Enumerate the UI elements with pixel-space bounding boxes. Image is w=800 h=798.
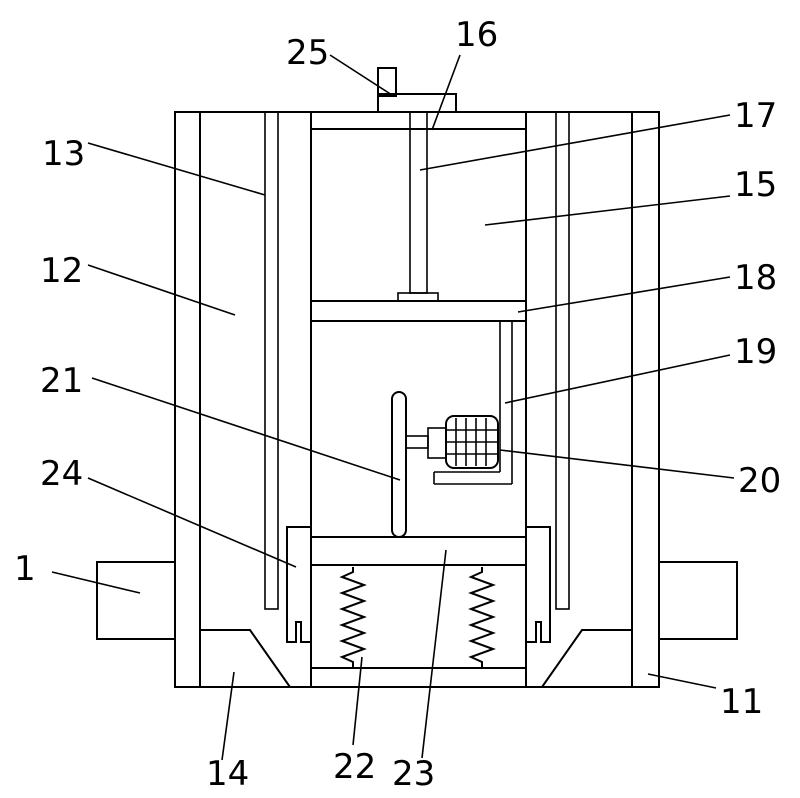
label-17: 17 xyxy=(734,96,777,136)
motor-flange xyxy=(427,427,447,459)
leader-23 xyxy=(421,549,447,759)
leader-15 xyxy=(484,195,731,226)
label-16: 16 xyxy=(455,15,498,55)
shaft-foot xyxy=(397,292,439,302)
right-spring xyxy=(468,567,496,668)
label-24: 24 xyxy=(40,454,83,494)
left-side-block xyxy=(96,561,176,640)
label-12: 12 xyxy=(40,251,83,291)
right-side-block xyxy=(658,561,738,640)
label-15: 15 xyxy=(734,165,777,205)
top-knob xyxy=(377,67,457,113)
leader-14 xyxy=(221,671,235,761)
right-funnel xyxy=(540,629,633,688)
leader-17 xyxy=(419,114,731,171)
leader-18 xyxy=(517,276,731,313)
leader-16 xyxy=(431,54,461,131)
left-clamp xyxy=(286,526,311,643)
label-13: 13 xyxy=(42,134,85,174)
knob-handle xyxy=(377,67,397,97)
label-18: 18 xyxy=(734,258,777,298)
leader-20 xyxy=(499,449,735,479)
leader-11 xyxy=(647,673,717,689)
pressing-block xyxy=(310,536,527,566)
leader-lines xyxy=(51,54,735,761)
left-spring xyxy=(339,567,367,668)
top-plate xyxy=(310,111,527,130)
leader-19 xyxy=(504,354,731,404)
leader-12 xyxy=(87,264,236,316)
right-guide-rail xyxy=(555,111,570,610)
left-funnel xyxy=(199,629,292,688)
right-clamp xyxy=(526,526,551,643)
label-20: 20 xyxy=(738,461,781,501)
outer-housing xyxy=(174,111,660,688)
leader-22 xyxy=(352,656,363,746)
vertical-shaft xyxy=(409,111,428,294)
label-23: 23 xyxy=(392,754,435,794)
left-outer-wall xyxy=(174,111,201,688)
right-outer-wall xyxy=(631,111,660,688)
motor-shaft-stub xyxy=(405,435,429,449)
leader-25 xyxy=(329,54,393,96)
label-14: 14 xyxy=(206,754,249,794)
label-21: 21 xyxy=(40,361,83,401)
middle-plate xyxy=(310,300,527,322)
leader-1 xyxy=(51,571,141,594)
bottom-plate xyxy=(310,667,527,688)
left-guide-rail xyxy=(264,111,279,610)
label-22: 22 xyxy=(333,747,376,787)
motor xyxy=(405,415,499,469)
label-11: 11 xyxy=(720,682,763,722)
guide-rails xyxy=(264,111,570,610)
leader-24 xyxy=(87,477,297,568)
leader-21 xyxy=(91,377,401,481)
callout-labels: 1 11 12 13 14 15 16 17 18 19 20 21 22 23… xyxy=(14,15,781,794)
label-1: 1 xyxy=(14,549,36,589)
leader-13 xyxy=(87,142,266,196)
label-25: 25 xyxy=(286,33,329,73)
label-19: 19 xyxy=(734,332,777,372)
rotating-disc xyxy=(391,391,407,538)
motor-bracket xyxy=(433,321,513,485)
